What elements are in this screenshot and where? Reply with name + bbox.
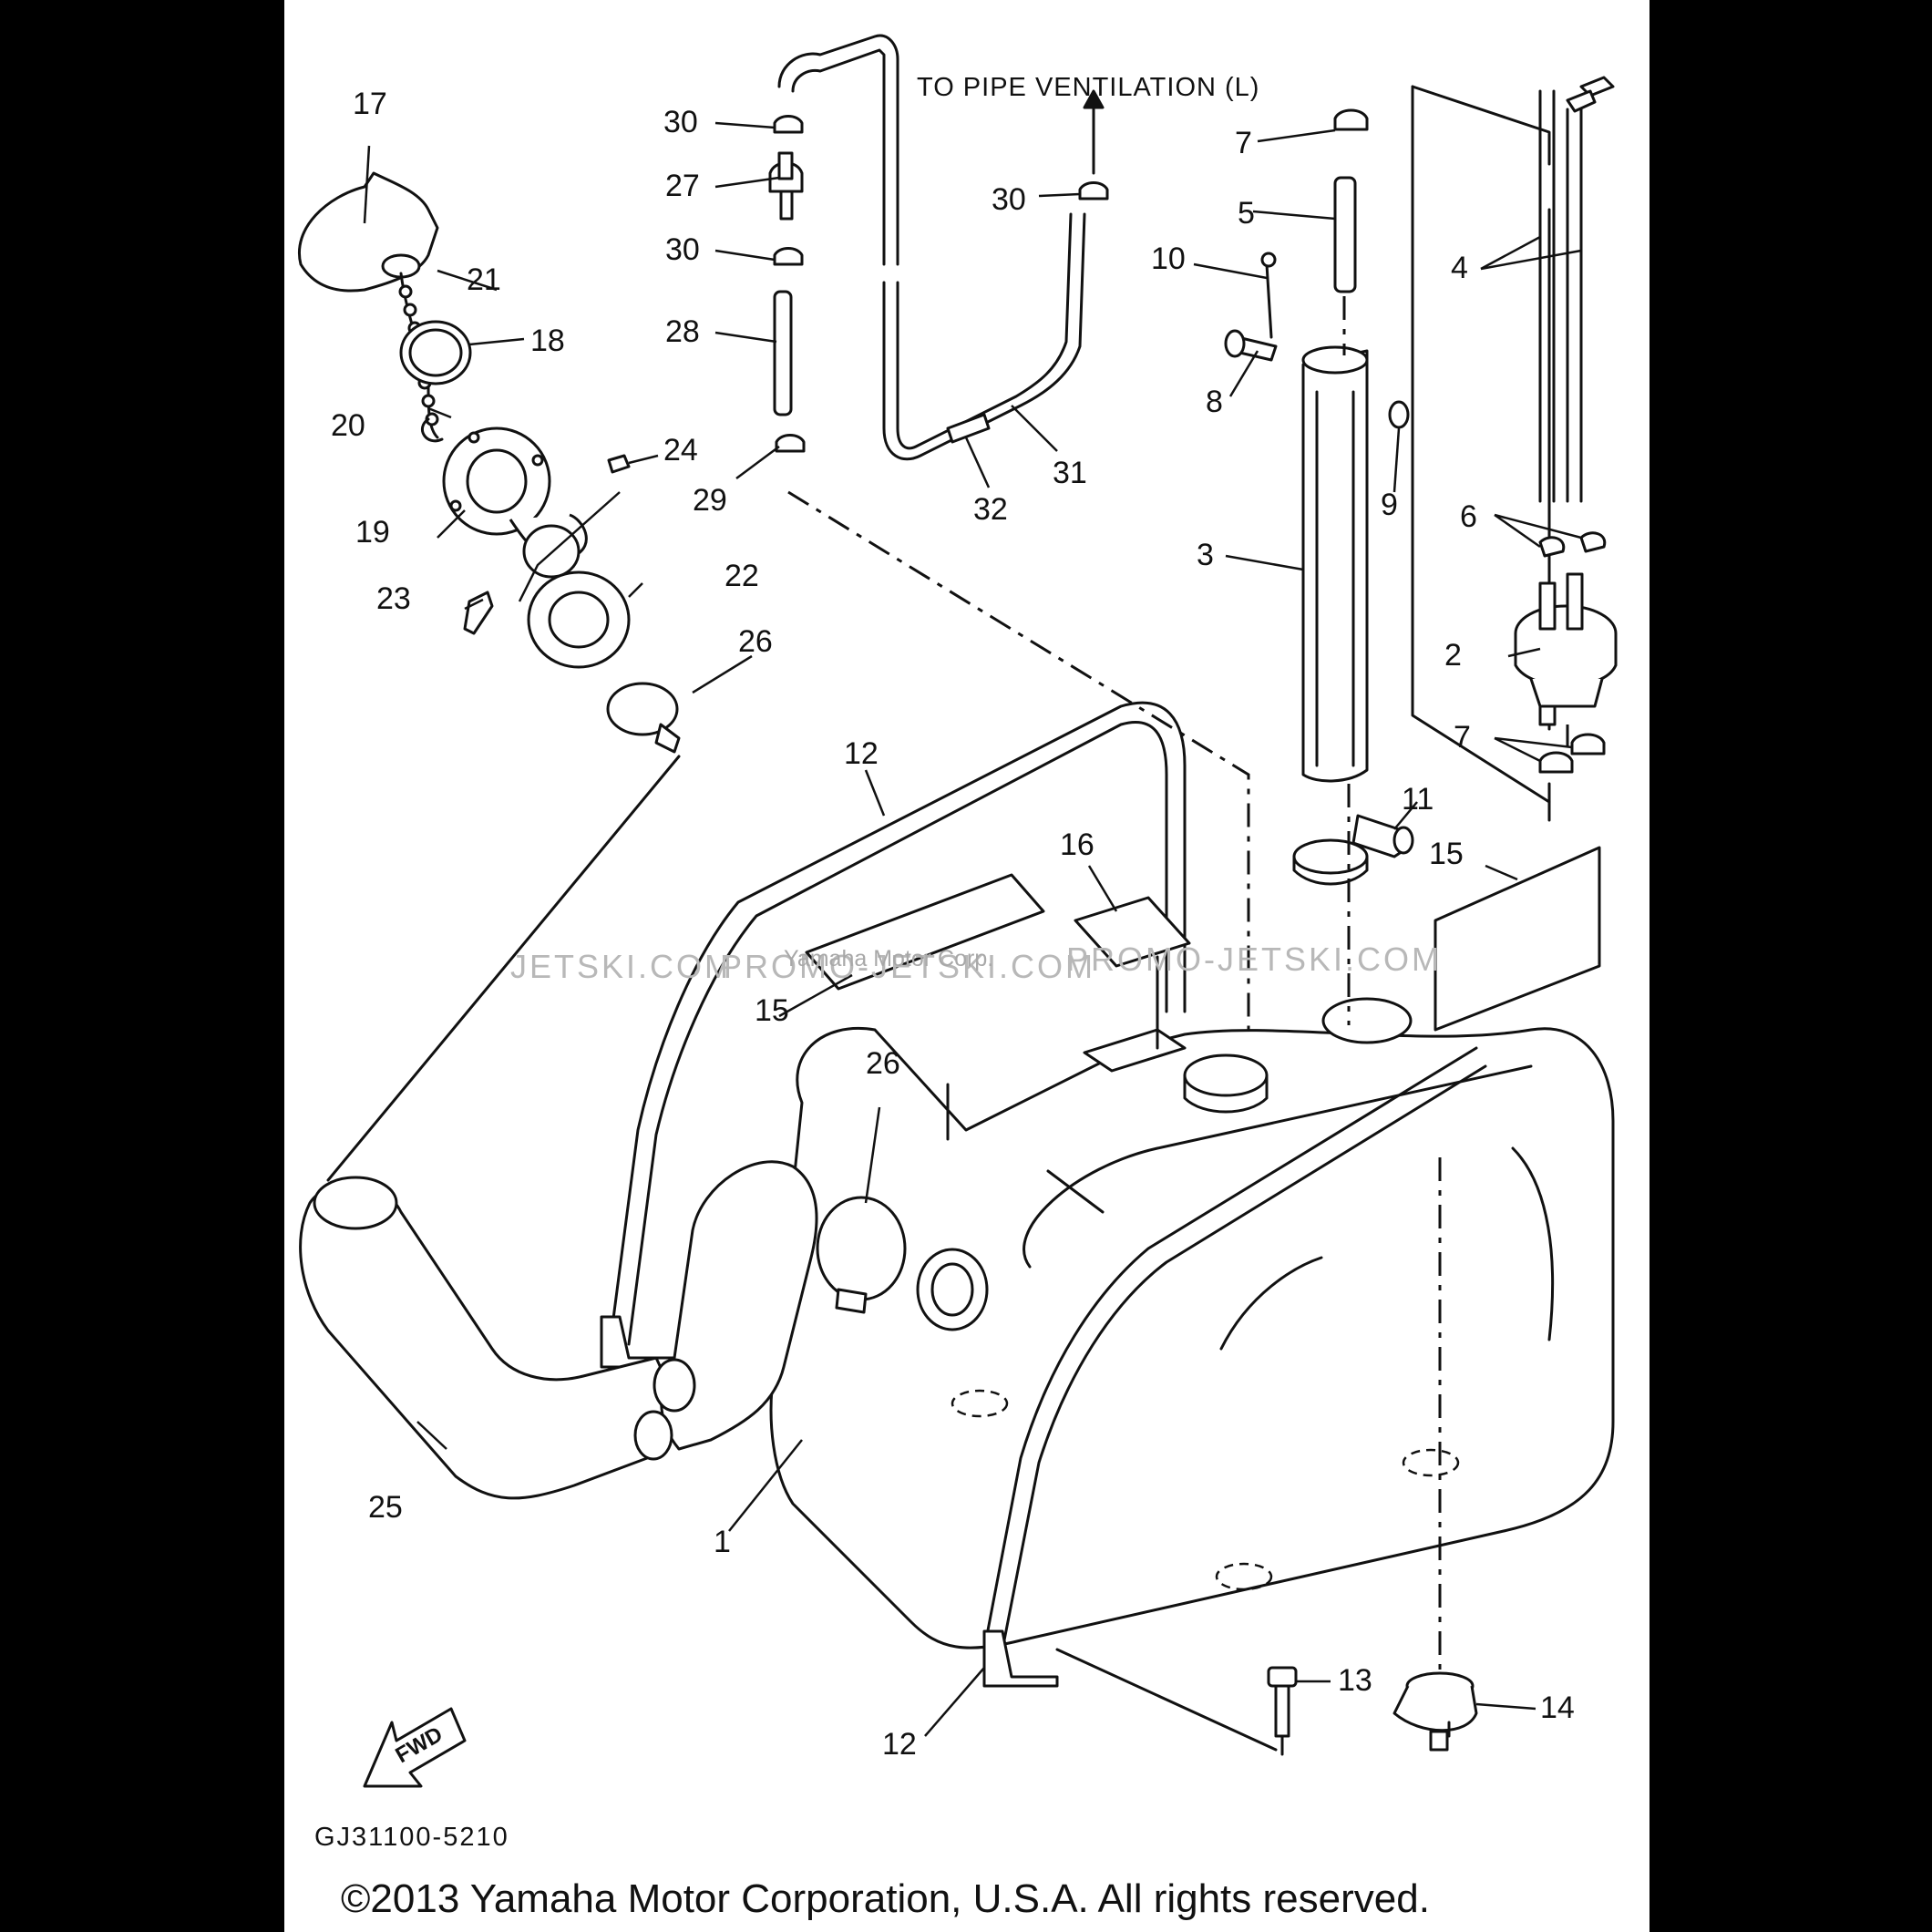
valve-part-2 — [1514, 531, 1618, 726]
callout-25: 25 — [368, 1490, 403, 1525]
pipe-part-3 — [1301, 85, 1551, 804]
tube-part-5 — [1333, 176, 1357, 293]
callout-12-bottom: 12 — [882, 1727, 917, 1762]
callout-leaders — [363, 121, 1582, 1737]
drawing-code: GJ31100-5210 — [314, 1823, 509, 1852]
gasket-part-22 — [527, 570, 631, 669]
callout-30-c: 30 — [992, 182, 1026, 217]
mount-part-14 — [1392, 1671, 1478, 1752]
callout-31: 31 — [1053, 456, 1087, 490]
watermark-mid: PROMO-JETSKI.COM — [720, 948, 1095, 985]
pipes-part-4 — [1538, 76, 1615, 503]
callout-26-lower: 26 — [866, 1046, 900, 1081]
callout-labels: 1 2 3 4 5 6 7 7 8 9 10 11 12 12 13 14 15… — [331, 87, 1575, 1762]
filler-neck-part-19 — [442, 426, 588, 579]
watermark-left: JETSKI.COM — [510, 948, 735, 985]
watermark-right: PROMO-JETSKI.COM — [1066, 940, 1442, 978]
filler-cap-part-17 — [298, 171, 439, 293]
callout-11: 11 — [1402, 782, 1434, 817]
callout-7-top: 7 — [1235, 126, 1252, 160]
callout-26-top: 26 — [738, 624, 773, 659]
callout-22: 22 — [724, 559, 759, 593]
filler-hose-part-25 — [299, 1160, 818, 1500]
callout-6: 6 — [1460, 499, 1477, 534]
callout-2: 2 — [1444, 638, 1462, 673]
callout-5: 5 — [1238, 196, 1255, 231]
screw-part-24 — [607, 454, 631, 474]
clamp-part-7-top — [1333, 108, 1369, 131]
fuel-tank-part-1 — [600, 701, 1615, 1688]
callout-12-top: 12 — [844, 736, 879, 771]
callout-30-a: 30 — [663, 105, 698, 139]
callout-29: 29 — [693, 483, 727, 518]
callout-27: 27 — [665, 169, 700, 203]
o-ring-part-18 — [399, 320, 472, 385]
callout-16: 16 — [1060, 827, 1094, 862]
callout-3: 3 — [1197, 538, 1214, 572]
callout-18: 18 — [530, 324, 565, 358]
fastener-parts-8-9-10 — [1224, 252, 1410, 429]
callout-9: 9 — [1381, 488, 1398, 522]
callout-32: 32 — [973, 492, 1008, 527]
hose-clamp-part-26-lower — [816, 1196, 907, 1314]
callout-7-bottom: 7 — [1454, 720, 1471, 755]
copyright-text: ©2013 Yamaha Motor Corporation, U.S.A. A… — [341, 1876, 1430, 1921]
callout-24: 24 — [663, 433, 698, 468]
hose-clamp-part-26-top — [606, 682, 681, 754]
callout-28: 28 — [665, 314, 700, 349]
callout-8: 8 — [1206, 385, 1223, 419]
ventilation-note: TO PIPE VENTILATION (L) — [917, 73, 1259, 102]
watermark-corp: Yamaha Motor Corp. — [784, 946, 993, 971]
callout-14: 14 — [1540, 1690, 1575, 1725]
leader-lines — [326, 89, 1569, 1756]
labels-parts-15-16 — [805, 846, 1601, 1073]
callout-21: 21 — [467, 262, 501, 297]
callout-23: 23 — [376, 581, 411, 616]
forward-arrow: FWD — [363, 1707, 467, 1788]
clamps-part-7-bottom — [1538, 733, 1606, 774]
callout-20: 20 — [331, 408, 365, 443]
rivet-part-23 — [463, 591, 494, 635]
bolt-part-13 — [1267, 1666, 1298, 1738]
callout-15-right: 15 — [1429, 837, 1464, 871]
callout-15-left: 15 — [755, 993, 789, 1028]
callout-19: 19 — [355, 515, 390, 550]
callout-10: 10 — [1151, 242, 1186, 276]
callout-1: 1 — [714, 1525, 731, 1559]
callout-17: 17 — [353, 87, 387, 121]
hose-joint-part-11 — [1292, 814, 1414, 886]
callout-13: 13 — [1338, 1663, 1372, 1698]
vent-hose-parts-27-32 — [768, 34, 1109, 461]
callout-30-b: 30 — [665, 232, 700, 267]
callout-4: 4 — [1451, 251, 1468, 285]
